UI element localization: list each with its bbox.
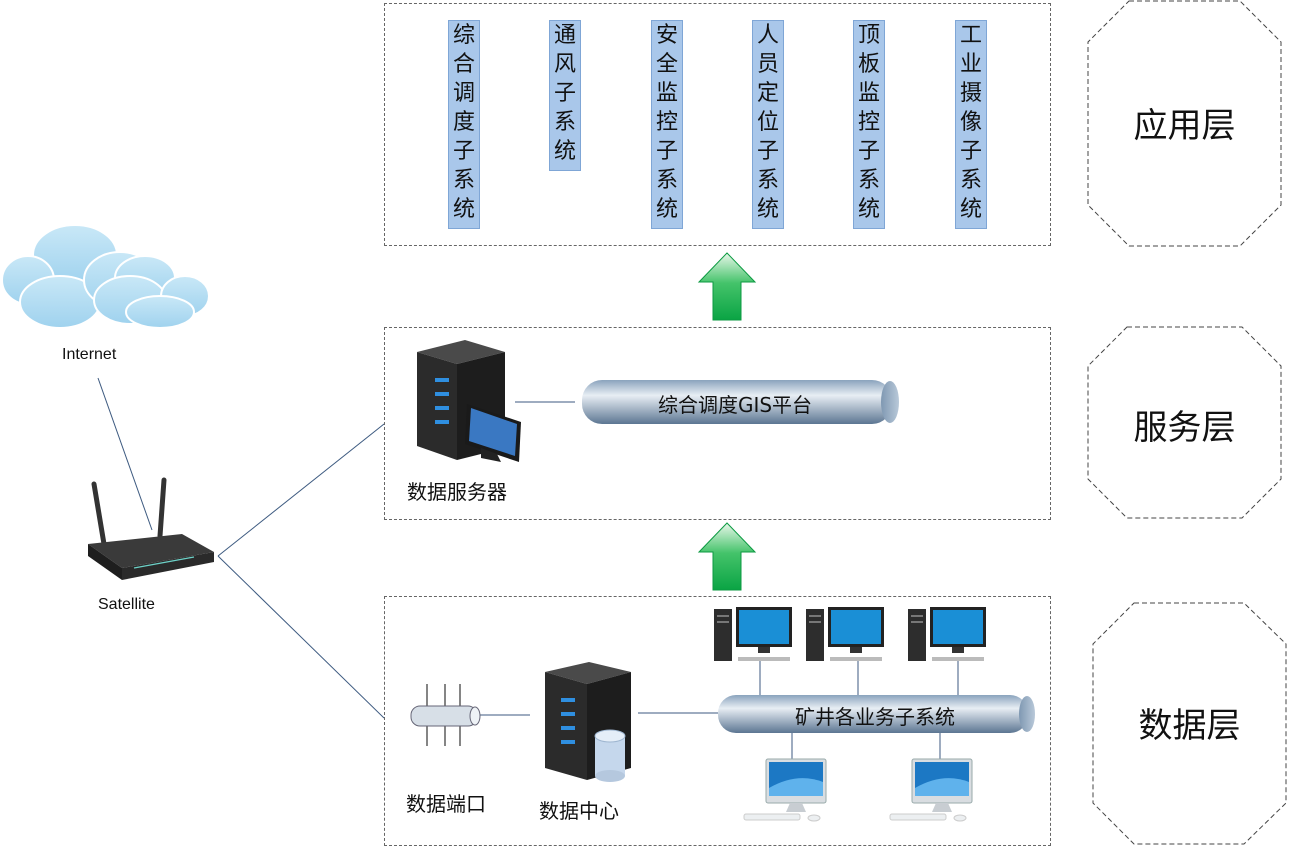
data-center-icon <box>545 662 631 782</box>
application-layer-label: 应用层 <box>1133 106 1236 146</box>
app-subsystem-char: 系 <box>959 168 982 193</box>
app-subsystem-char: 员 <box>756 52 779 77</box>
app-subsystem-char: 定 <box>756 81 779 106</box>
application-layer-box <box>384 3 1051 246</box>
desktop-pc-icon <box>714 607 792 661</box>
app-subsystem-char: 统 <box>857 197 880 222</box>
app-subsystem-char: 业 <box>959 52 982 77</box>
service-layer-badge <box>1087 326 1282 519</box>
app-subsystem-char: 子 <box>553 81 576 106</box>
app-subsystem-column: 安全监控子系统 <box>651 20 683 229</box>
app-subsystem-char: 监 <box>655 81 678 106</box>
app-subsystem-char: 控 <box>857 110 880 135</box>
cloud-icon <box>1 224 210 329</box>
app-subsystem-char: 统 <box>756 197 779 222</box>
app-subsystem-column: 综合调度子系统 <box>448 20 480 229</box>
app-subsystem-char: 统 <box>553 139 576 164</box>
router-data-link <box>217 555 385 719</box>
monitor-icon <box>889 758 973 822</box>
app-subsystem-char: 像 <box>959 110 982 135</box>
desktop-pc-icon <box>908 607 986 661</box>
app-subsystem-char: 系 <box>857 168 880 193</box>
app-subsystem-char: 全 <box>655 52 678 77</box>
internet-router-link <box>97 377 153 531</box>
app-subsystem-char: 顶 <box>857 23 880 48</box>
app-subsystem-char: 系 <box>553 110 576 135</box>
data-port-label: 数据端口 <box>406 792 486 816</box>
server-icon <box>417 340 521 462</box>
service-layer-box <box>384 327 1051 520</box>
app-subsystem-char: 通 <box>553 23 576 48</box>
app-subsystem-char: 监 <box>857 81 880 106</box>
data-layer-badge <box>1092 602 1287 845</box>
router-service-link <box>217 423 385 557</box>
monitor-icon <box>743 758 827 822</box>
app-subsystem-char: 系 <box>452 168 475 193</box>
app-subsystem-char: 统 <box>959 197 982 222</box>
application-layer-badge <box>1087 0 1282 247</box>
gis-platform-label: 综合调度GIS平台 <box>657 393 813 417</box>
gis-platform-pipe <box>582 380 899 424</box>
data-server-label: 数据服务器 <box>407 480 507 504</box>
app-subsystem-column: 人员定位子系统 <box>752 20 784 229</box>
up-arrow-icon <box>697 252 757 321</box>
app-subsystem-char: 子 <box>756 139 779 164</box>
service-layer-label: 服务层 <box>1133 408 1236 448</box>
data-center-label: 数据中心 <box>539 799 619 823</box>
router-icon <box>88 477 214 580</box>
app-subsystem-char: 控 <box>655 110 678 135</box>
app-subsystem-char: 工 <box>959 23 982 48</box>
app-subsystem-char: 子 <box>452 139 475 164</box>
app-subsystem-char: 系 <box>655 168 678 193</box>
app-subsystem-char: 板 <box>857 52 880 77</box>
app-subsystem-column: 顶板监控子系统 <box>853 20 885 229</box>
app-subsystem-char: 风 <box>553 52 576 77</box>
app-subsystem-char: 综 <box>452 23 475 48</box>
data-layer-label: 数据层 <box>1138 706 1241 746</box>
satellite-label: Satellite <box>98 596 155 613</box>
app-subsystem-char: 子 <box>655 139 678 164</box>
app-subsystem-column: 工业摄像子系统 <box>955 20 987 229</box>
app-subsystem-char: 统 <box>655 197 678 222</box>
internet-label: Internet <box>62 346 117 363</box>
data-port-icon <box>410 684 481 746</box>
subsystem-bus-pipe <box>718 695 1035 733</box>
app-subsystem-char: 子 <box>857 139 880 164</box>
app-subsystem-char: 系 <box>756 168 779 193</box>
app-subsystem-char: 度 <box>452 110 475 135</box>
up-arrow-icon <box>697 522 757 591</box>
app-subsystem-char: 人 <box>756 23 779 48</box>
app-subsystem-char: 合 <box>452 52 475 77</box>
app-subsystem-char: 安 <box>655 23 678 48</box>
app-subsystem-column: 通风子系统 <box>549 20 581 171</box>
desktop-pc-icon <box>806 607 884 661</box>
app-subsystem-char: 子 <box>959 139 982 164</box>
app-subsystem-char: 位 <box>756 110 779 135</box>
subsystem-bus-label: 矿井各业务子系统 <box>795 705 955 729</box>
app-subsystem-char: 摄 <box>959 81 982 106</box>
app-subsystem-char: 调 <box>452 81 475 106</box>
app-subsystem-char: 统 <box>452 197 475 222</box>
